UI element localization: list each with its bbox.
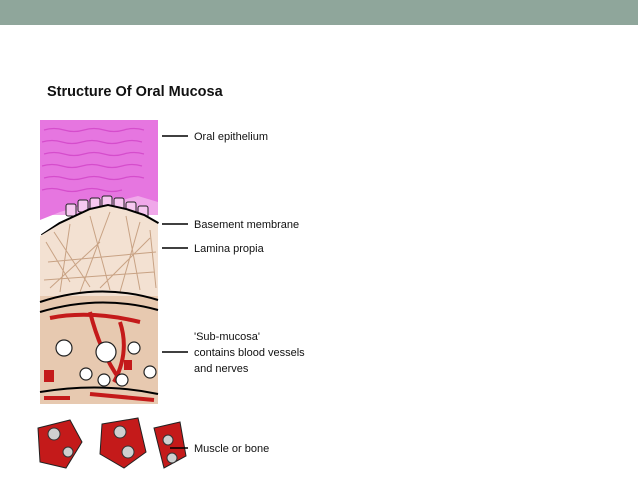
leader-lines	[162, 135, 188, 449]
slide-title: Structure Of Oral Mucosa	[47, 84, 223, 100]
muscle-bone-layer	[37, 417, 187, 469]
oral-mucosa-diagram: Oral epithelium Basement membrane Lamina…	[37, 120, 305, 469]
lamina-propria-layer	[40, 206, 158, 296]
label-lamina-propria: Lamina propia	[194, 243, 265, 255]
submucosa-layer	[39, 290, 159, 404]
label-submucosa-line3: and nerves	[194, 363, 249, 375]
label-submucosa-line2: contains blood vessels	[194, 347, 305, 359]
label-basement-membrane: Basement membrane	[194, 219, 299, 231]
header-bar	[0, 0, 638, 25]
oral-epithelium-layer	[40, 120, 158, 220]
label-submucosa-line1: 'Sub-mucosa'	[194, 331, 260, 343]
label-muscle-or-bone: Muscle or bone	[194, 443, 269, 455]
label-oral-epithelium: Oral epithelium	[194, 131, 268, 143]
